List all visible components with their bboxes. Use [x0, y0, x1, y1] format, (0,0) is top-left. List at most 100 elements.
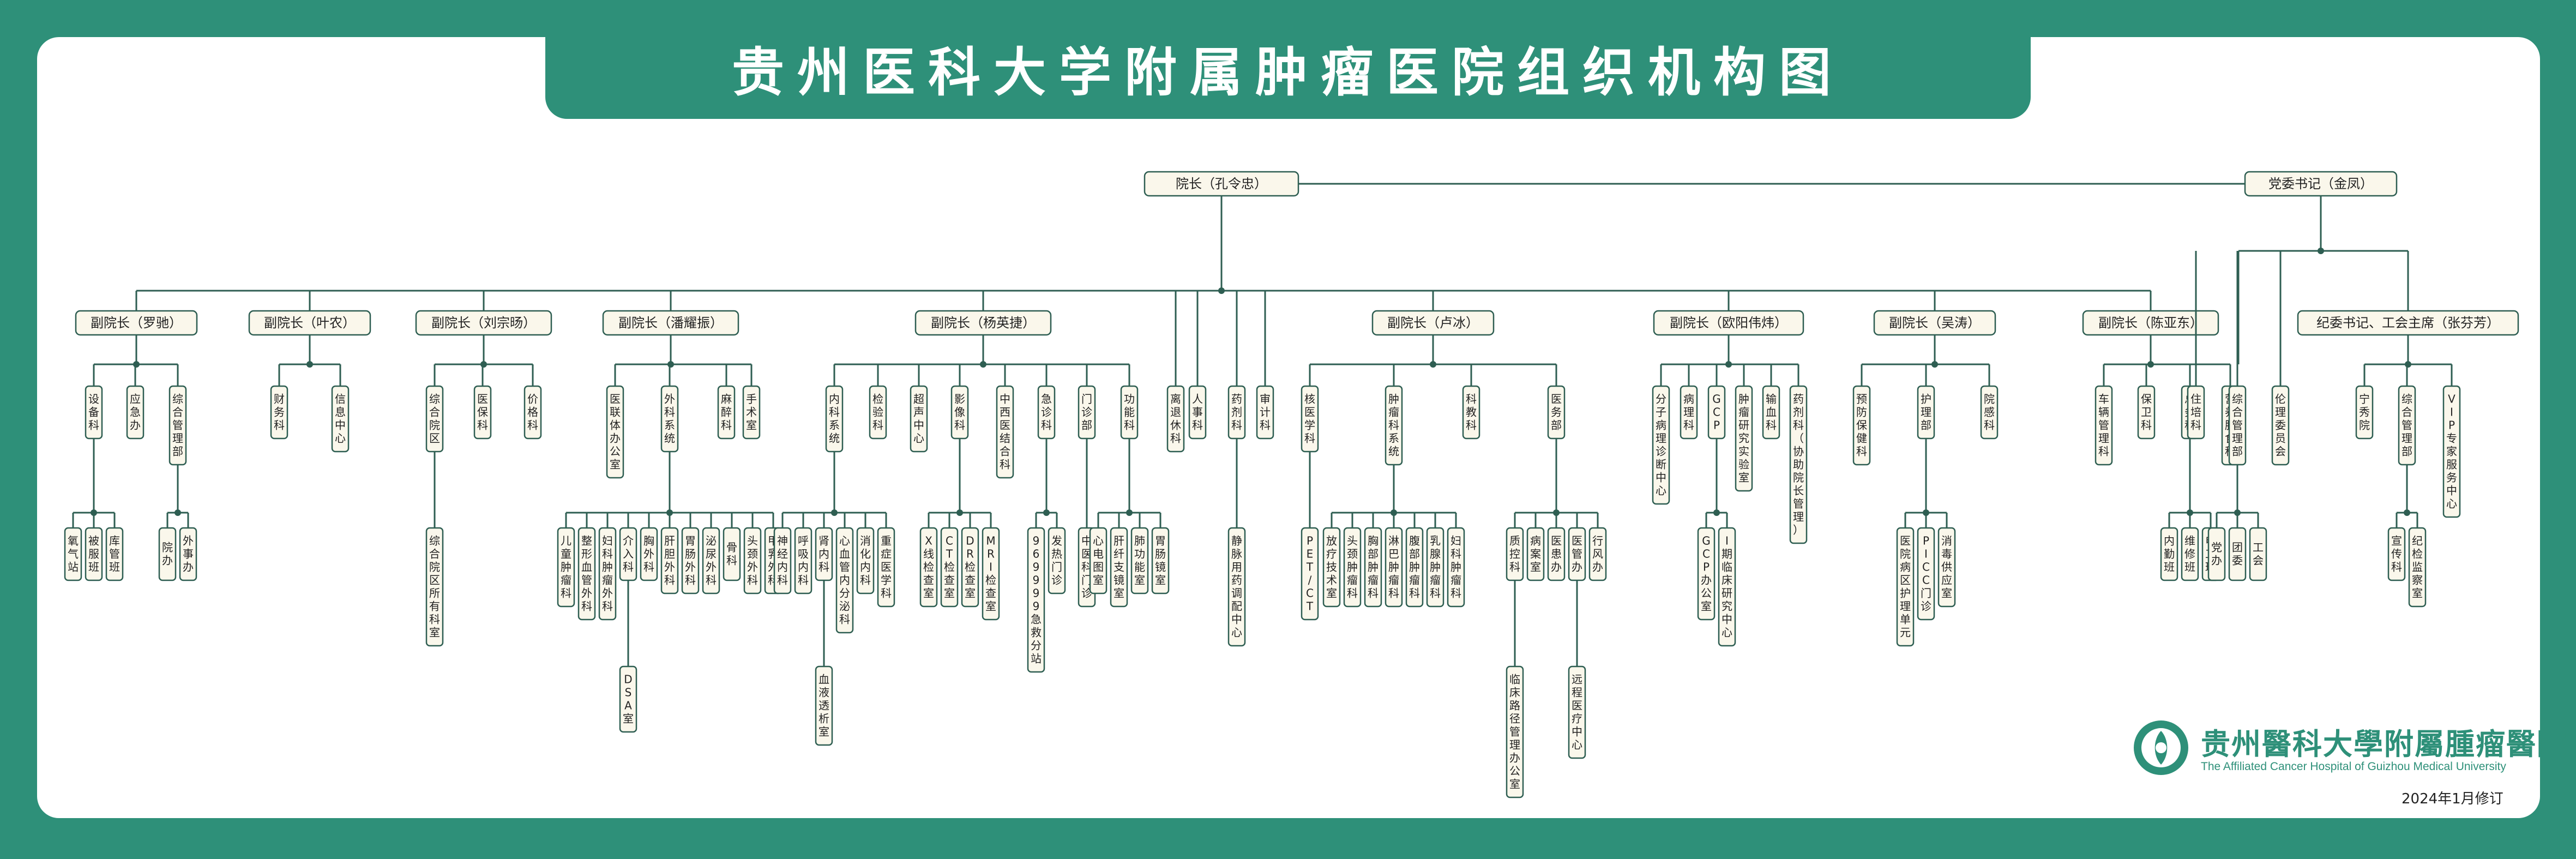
sub-department-box-label: 宣传科 [2391, 534, 2402, 574]
vice-president-box-label: 副院长（杨英捷） [931, 315, 1036, 331]
department-box: 病理科 [1680, 385, 1698, 440]
vice-president-box-label: 副院长（卢冰） [1387, 315, 1479, 331]
department-box-label: 中西医结合科 [1000, 393, 1010, 471]
sub-department-box-label: 维修班 [2184, 534, 2195, 574]
department-box: 科教科 [1462, 385, 1480, 440]
sub-department-box-label: 医患办 [1551, 534, 1562, 574]
vice-president-box-label: 副院长（欧阳伟炜） [1670, 315, 1787, 331]
sub-department-box: 消毒供应室 [1937, 527, 1956, 608]
department-box: 外科系统 [660, 385, 679, 453]
sub-department-box-label: 质控科 [1509, 534, 1520, 574]
vice-president-box: 纪委书记、工会主席（张芬芳） [2297, 310, 2519, 336]
sub-department-box: 消化内科 [856, 527, 875, 594]
department-box: 财务科 [270, 385, 288, 440]
sub-department-box-label: 医院病区护理单元 [1900, 534, 1911, 639]
junction-dot [980, 361, 986, 368]
department-box: 医联体办公室 [606, 385, 624, 479]
department-box-label: 设备科 [88, 393, 99, 432]
junction-dot [1931, 361, 1938, 368]
sub-department-box: 胃肠外科 [681, 527, 700, 594]
department-box: 肿瘤科系统 [1385, 385, 1403, 466]
vice-president-box: 副院长（刘宗旸） [415, 310, 552, 336]
sub-department-box-label: 病案室 [1530, 534, 1541, 574]
sub-department-box: 党办 [2207, 527, 2226, 581]
vice-president-box-label: 副院长（刘宗旸） [431, 315, 536, 331]
department-box: 手术室 [742, 385, 761, 440]
junction-dot [480, 361, 487, 368]
department-box: 综合管理部 [2398, 385, 2416, 466]
department-box: 护理部 [1917, 385, 1935, 440]
sub-department-box: 病案室 [1526, 527, 1545, 581]
vice-president-box-label: 副院长（陈亚东） [2098, 315, 2203, 331]
president-box: 院长（孔令忠） [1143, 171, 1299, 197]
sub-department-box-label: 纪检监察室 [2412, 534, 2423, 600]
department-box: 综合院区 [425, 385, 444, 453]
sub-department-box-label: 心电图室 [1093, 534, 1104, 587]
junction-dot [667, 361, 674, 368]
department-box-label: 病理科 [1683, 393, 1694, 432]
sub-department-box-label: 肝纤支镜室 [1114, 534, 1124, 600]
vice-president-box: 副院长（卢冰） [1371, 310, 1495, 336]
sub-department-box: 外事办 [179, 527, 197, 581]
department-box: 离退休科 [1166, 385, 1185, 453]
sub-unit-box-label: 远程医疗中心 [1572, 673, 1582, 752]
sub-department-box-label: 泌尿外科 [706, 534, 717, 587]
junction-dot [1043, 509, 1050, 516]
department-box-label: 宁秀院 [2359, 393, 2370, 432]
sub-department-box-label: 妇科肿瘤外科 [602, 534, 613, 613]
sub-unit-box-label: 血液透析室 [818, 673, 829, 738]
sub-department-box-label: 工会 [2253, 541, 2264, 567]
page-title: 贵州医科大学附属肿瘤医院组织机构图 [732, 42, 1844, 103]
sub-department-box-label: 被服班 [88, 534, 99, 574]
department-box: 影像科 [950, 385, 969, 440]
junction-dot [1713, 509, 1720, 516]
sub-department-box: 淋巴肿瘤科 [1385, 527, 1403, 608]
sub-department-box-label: 医管办 [1572, 534, 1582, 574]
sub-department-box-label: 行风办 [1592, 534, 1603, 574]
sub-department-box-label: 心血管内分泌科 [839, 534, 850, 626]
department-box: 分子病理诊断中心 [1652, 385, 1670, 505]
sub-department-box-label: 氧气站 [68, 534, 79, 574]
sub-department-box: 质控科 [1506, 527, 1524, 581]
department-box: 价格科 [523, 385, 542, 440]
sub-department-box-label: 头颈外科 [747, 534, 758, 587]
department-box-label: 肿瘤科系统 [1388, 393, 1399, 458]
department-box-label: 麻醉科 [721, 393, 732, 432]
sub-department-box-label: 外事办 [183, 534, 194, 574]
sub-department-box: 妇科肿瘤外科 [598, 527, 617, 621]
sub-department-box: 胃肠镜室 [1151, 527, 1170, 594]
sub-department-box: 整形血管外科 [577, 527, 596, 621]
department-box-label: 医务部 [1551, 393, 1562, 432]
sub-department-box: 头颈肿瘤科 [1343, 527, 1362, 608]
sub-department-box-label: 整形血管外科 [581, 534, 592, 613]
department-box-label: 药剂科 [1231, 393, 1242, 432]
department-box-label: 综合院区 [429, 393, 440, 445]
department-box-label: 手术室 [746, 393, 757, 432]
sub-department-box: 心电图室 [1089, 527, 1108, 594]
sub-department-box-label: 放疗技术室 [1326, 534, 1337, 600]
party-secretary-box-label: 党委书记（金凤） [2268, 176, 2373, 191]
sub-department-box: 工会 [2249, 527, 2267, 581]
department-box-label: 急诊科 [1041, 393, 1052, 432]
sub-department-box-label: 妇科肿瘤科 [1450, 534, 1461, 600]
vice-president-box-label: 副院长（吴涛） [1889, 315, 1981, 331]
sub-department-box-label: 库管班 [109, 534, 120, 574]
department-box-label: 药剂科（协助院长管理） [1793, 393, 1804, 537]
vice-president-box-label: 副院长（罗驰） [91, 315, 182, 331]
sub-department-box: 头颈外科 [743, 527, 762, 594]
department-box-label: 人事科 [1192, 393, 1203, 432]
sub-department-box-label: 团委 [2232, 541, 2243, 567]
sub-department-box: 胸部肿瘤科 [1364, 527, 1382, 608]
logo-name-en: The Affiliated Cancer Hospital of Guizho… [2201, 760, 2506, 773]
